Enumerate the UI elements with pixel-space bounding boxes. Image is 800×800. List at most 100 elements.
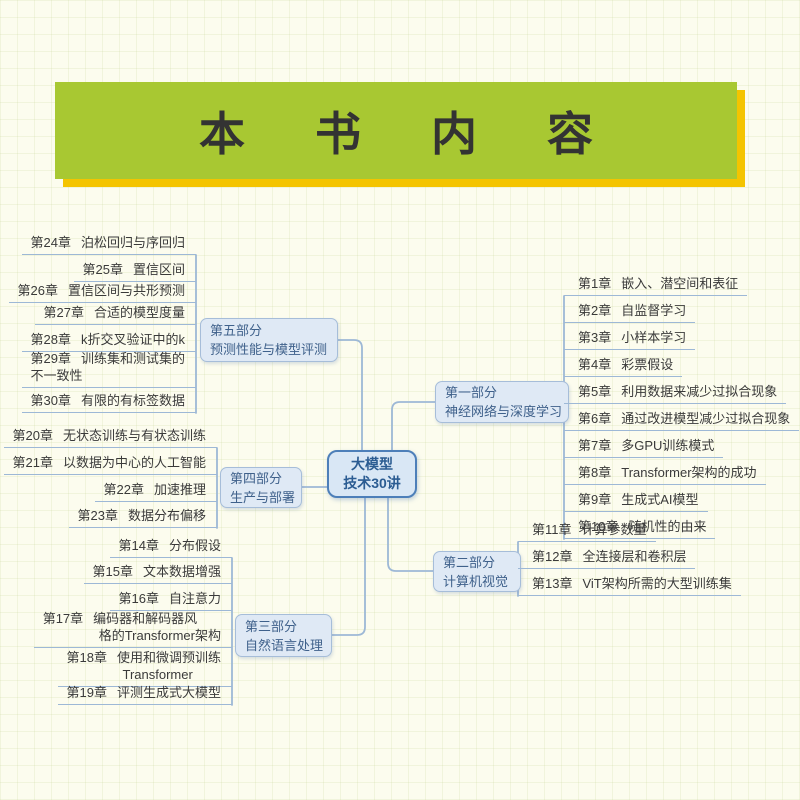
chapter-title: k折交叉验证中的k xyxy=(80,332,185,347)
connector-part2-center xyxy=(387,497,434,572)
chapter-number: 第25章 xyxy=(82,262,123,277)
part-name: 第五部分 xyxy=(210,323,263,338)
chapter-title-line1: 第17章编码器和解码器风 xyxy=(43,610,221,627)
chapter-item[interactable]: 第12章全连接层和卷积层 xyxy=(518,548,696,569)
chapter-item[interactable]: 第30章有限的有标签数据 xyxy=(21,392,196,413)
chapter-title-line1: 第18章使用和微调预训练 xyxy=(67,649,221,666)
part-name: 第四部分 xyxy=(230,470,283,486)
chapter-item[interactable]: 第23章数据分布偏移 xyxy=(68,507,217,528)
part-topic: 预测性能与模型评测 xyxy=(210,342,328,357)
chapter-title: 有限的有标签数据 xyxy=(80,393,185,408)
chapter-item[interactable]: 第25章置信区间 xyxy=(73,261,196,282)
part-node-1[interactable]: 第一部分 神经网络与深度学习 xyxy=(435,381,569,423)
part-node-2[interactable]: 第二部分 计算机视觉 xyxy=(433,551,521,592)
chapter-item[interactable]: 第1章嵌入、潜空间和表征 xyxy=(564,275,748,296)
chapter-title: 利用数据来减少过拟合现象 xyxy=(621,384,778,399)
chapter-item[interactable]: 第7章多GPU训练模式 xyxy=(564,437,724,458)
chapter-number: 第20章 xyxy=(12,428,53,443)
chapter-number: 第14章 xyxy=(118,538,159,553)
chapter-title: 训练集和测试集的 xyxy=(80,351,185,366)
chapter-title: 自监督学习 xyxy=(621,303,687,318)
part-topic: 自然语言处理 xyxy=(245,637,324,653)
chapter-item[interactable]: 第9章生成式AI模型 xyxy=(564,491,708,512)
chapter-title-line1: 第29章训练集和测试集的 xyxy=(31,350,185,367)
chapter-number: 第19章 xyxy=(66,685,107,700)
chapter-number: 第23章 xyxy=(77,508,118,523)
chapter-item[interactable]: 第21章以数据为中心的人工智能 xyxy=(3,454,217,475)
chapter-title: 编码器和解码器风 xyxy=(93,611,198,626)
chapter-number: 第7章 xyxy=(578,438,612,453)
chapter-title: 随机性的由来 xyxy=(628,519,707,534)
chapter-title: 自注意力 xyxy=(168,591,221,606)
part-topic: 神经网络与深度学习 xyxy=(445,404,563,419)
chapter-title: 使用和微调预训练 xyxy=(116,650,221,665)
chapter-item[interactable]: 第13章 ViT架构所需的大型训练集 xyxy=(518,575,741,596)
chapter-item[interactable]: 第28章 k折交叉验证中的k xyxy=(21,331,196,352)
chapter-title-line2: 格的Transformer架构 xyxy=(98,628,221,643)
chapter-item[interactable]: 第24章泊松回归与序回归 xyxy=(21,234,196,255)
chapter-title: 分布假设 xyxy=(168,538,221,553)
chapter-item[interactable]: 第15章文本数据增强 xyxy=(83,563,232,584)
chapter-item[interactable]: 第17章编码器和解码器风 格的Transformer架构 xyxy=(33,610,232,648)
chapter-item[interactable]: 第19章评测生成式大模型 xyxy=(57,684,232,705)
chapter-number: 第12章 xyxy=(532,549,573,564)
chapter-item[interactable]: 第5章利用数据来减少过拟合现象 xyxy=(564,383,787,404)
part-topic: 计算机视觉 xyxy=(443,573,509,589)
chapter-number: 第13章 xyxy=(532,576,573,591)
part-node-5[interactable]: 第五部分 预测性能与模型评测 xyxy=(200,318,338,362)
center-topic[interactable]: 大模型 技术30讲 xyxy=(327,450,417,498)
chapter-item[interactable]: 第3章小样本学习 xyxy=(564,329,696,350)
chapter-number: 第16章 xyxy=(118,591,159,606)
part-topic: 生产与部署 xyxy=(230,489,296,505)
chapter-item[interactable]: 第22章加速推理 xyxy=(94,481,217,502)
chapter-item[interactable]: 第6章通过改进模型减少过拟合现象 xyxy=(564,410,800,431)
chapter-item[interactable]: 第26章置信区间与共形预测 xyxy=(8,282,196,303)
chapter-number: 第8章 xyxy=(578,465,612,480)
chapter-title: 评测生成式大模型 xyxy=(116,685,221,700)
chapter-item[interactable]: 第18章使用和微调预训练 Transformer xyxy=(57,649,232,687)
chapter-title: 彩票假设 xyxy=(621,357,674,372)
chapter-number: 第5章 xyxy=(578,384,612,399)
chapter-number: 第1章 xyxy=(578,276,612,291)
chapter-number: 第4章 xyxy=(578,357,612,372)
chapter-number: 第26章 xyxy=(17,283,58,298)
part-name: 第三部分 xyxy=(245,618,298,634)
chapter-item[interactable]: 第29章训练集和测试集的 不一致性 xyxy=(21,350,196,388)
chapter-item[interactable]: 第11章计算参数量 xyxy=(518,521,656,542)
chapter-item[interactable]: 第10章随机性的由来 xyxy=(564,518,716,539)
chapter-item[interactable]: 第2章自监督学习 xyxy=(564,302,696,323)
chapter-number: 第9章 xyxy=(578,492,612,507)
chapter-title: ViT架构所需的大型训练集 xyxy=(582,576,732,591)
part-node-4[interactable]: 第四部分 生产与部署 xyxy=(220,467,302,508)
chapter-item[interactable]: 第20章无状态训练与有状态训练 xyxy=(3,427,217,448)
chapter-title: 全连接层和卷积层 xyxy=(582,549,687,564)
chapter-title: 泊松回归与序回归 xyxy=(80,235,185,250)
connector-part3-center xyxy=(327,497,366,636)
chapter-title: 小样本学习 xyxy=(621,330,687,345)
chapter-title: 通过改进模型减少过拟合现象 xyxy=(621,411,791,426)
chapter-number: 第21章 xyxy=(12,455,53,470)
chapter-title: 以数据为中心的人工智能 xyxy=(62,455,206,470)
chapter-number: 第29章 xyxy=(30,351,71,366)
chapter-title: 置信区间与共形预测 xyxy=(67,283,185,298)
chapter-number: 第17章 xyxy=(42,611,84,626)
chapter-title: 多GPU训练模式 xyxy=(621,438,715,453)
chapter-title-line2: Transformer xyxy=(122,667,193,682)
chapter-item[interactable]: 第4章彩票假设 xyxy=(564,356,683,377)
chapter-title: 生成式AI模型 xyxy=(621,492,699,507)
chapter-item[interactable]: 第27章合适的模型度量 xyxy=(34,304,196,325)
chapter-item[interactable]: 第14章分布假设 xyxy=(109,537,232,558)
chapter-title-line2: 不一致性 xyxy=(30,368,83,383)
chapter-number: 第30章 xyxy=(30,393,71,408)
chapter-number: 第28章 xyxy=(30,332,71,347)
page-title-banner: 本 书 内 容 xyxy=(55,82,737,179)
connector-part5-center xyxy=(331,339,363,451)
chapter-item[interactable]: 第16章自注意力 xyxy=(109,590,232,611)
part-node-3[interactable]: 第三部分 自然语言处理 xyxy=(235,614,332,657)
part-name: 第一部分 xyxy=(445,385,498,400)
chapter-number: 第10章 xyxy=(578,519,619,534)
center-topic-line1: 大模型 xyxy=(351,456,393,472)
chapter-number: 第6章 xyxy=(578,411,612,426)
